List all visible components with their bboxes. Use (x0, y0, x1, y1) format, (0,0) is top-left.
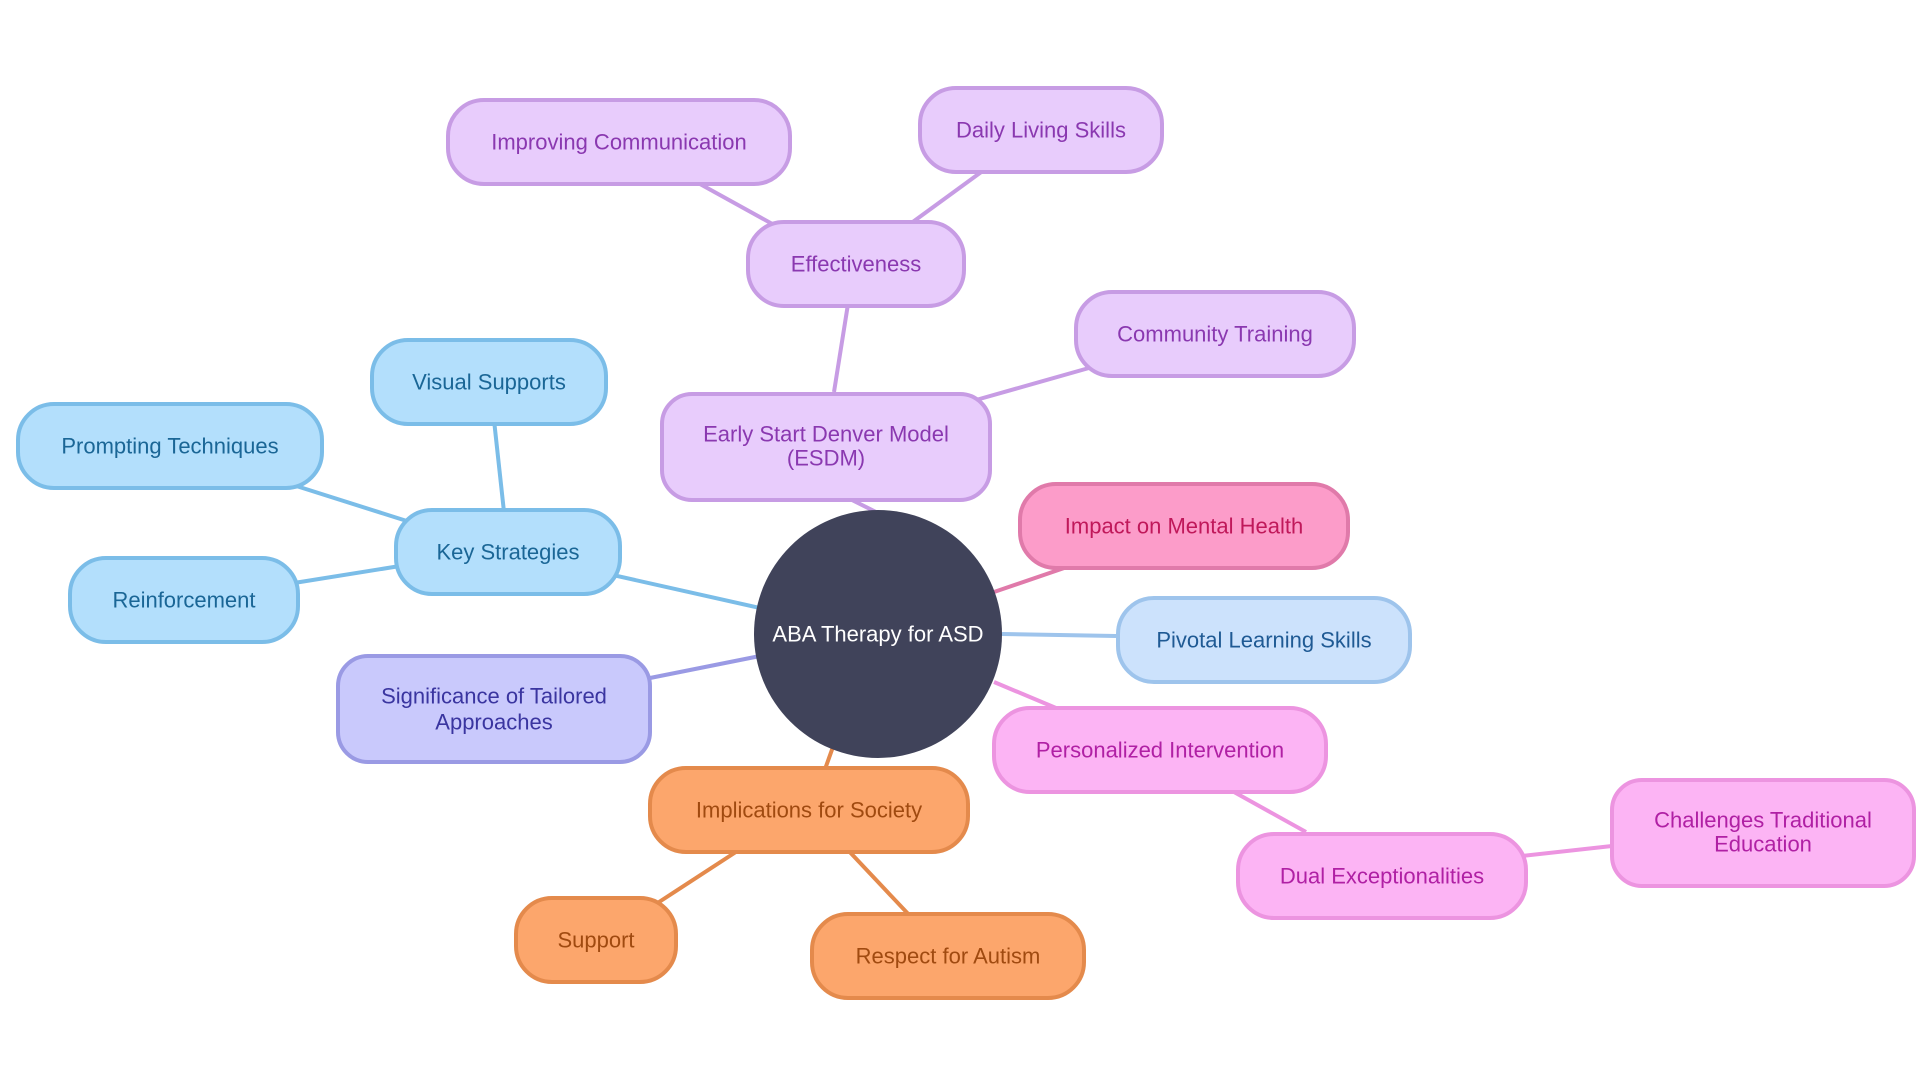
node-reinforcement[interactable]: Reinforcement (68, 556, 300, 644)
node-personalized-label: Personalized Intervention (1036, 738, 1284, 763)
node-daily-living-label: Daily Living Skills (956, 118, 1126, 143)
node-support-label: Support (557, 928, 634, 953)
edge-implications-respect (844, 846, 914, 920)
node-improving-communication[interactable]: Improving Communication (446, 98, 792, 186)
node-prompting-techniques[interactable]: Prompting Techniques (16, 402, 324, 490)
node-mental-health[interactable]: Impact on Mental Health (1018, 482, 1350, 570)
node-key-strategies-label: Key Strategies (436, 540, 579, 565)
node-tailored-line2: Approaches (435, 710, 552, 735)
node-dual-label: Dual Exceptionalities (1280, 864, 1484, 889)
edge-dual-challenges (1521, 844, 1613, 858)
edge-key-strategies-prompting (289, 482, 411, 524)
node-challenges-education[interactable]: Challenges Traditional Education (1610, 778, 1916, 888)
node-community-training[interactable]: Community Training (1074, 290, 1356, 378)
node-respect-autism[interactable]: Respect for Autism (810, 912, 1086, 1000)
edge-effectiveness-daily (908, 168, 986, 226)
node-esdm[interactable]: Early Start Denver Model (ESDM) (660, 392, 992, 502)
node-personalized-intervention[interactable]: Personalized Intervention (992, 706, 1328, 794)
edge-root-tailored (639, 654, 761, 682)
node-dual-exceptionalities[interactable]: Dual Exceptionalities (1236, 832, 1528, 920)
edge-root-pivotal (1001, 632, 1117, 638)
node-effectiveness-label: Effectiveness (791, 252, 921, 277)
edge-key-strategies-reinforcement (293, 564, 401, 585)
node-root[interactable]: ABA Therapy for ASD (754, 510, 1002, 758)
node-esdm-line1: Early Start Denver Model (703, 422, 949, 447)
edge-key-strategies-visual-supports (492, 419, 506, 513)
node-support[interactable]: Support (514, 896, 678, 984)
node-tailored-approaches[interactable]: Significance of Tailored Approaches (336, 654, 652, 764)
node-visual-supports[interactable]: Visual Supports (370, 338, 608, 426)
node-root-label: ABA Therapy for ASD (772, 622, 983, 647)
node-key-strategies[interactable]: Key Strategies (394, 508, 622, 596)
node-implications-society[interactable]: Implications for Society (648, 766, 970, 854)
node-challenges-line2: Education (1714, 832, 1812, 857)
edge-esdm-community (975, 364, 1097, 402)
edge-effectiveness-improving (699, 182, 777, 228)
node-pivotal-learning[interactable]: Pivotal Learning Skills (1116, 596, 1412, 684)
node-community-label: Community Training (1117, 322, 1313, 347)
node-esdm-line2: (ESDM) (787, 446, 865, 471)
edge-personalized-dual (1233, 790, 1307, 834)
edge-implications-support (654, 846, 744, 906)
node-pivotal-label: Pivotal Learning Skills (1156, 628, 1371, 653)
node-tailored-line1: Significance of Tailored (381, 684, 607, 709)
node-mental-health-label: Impact on Mental Health (1065, 514, 1303, 539)
node-daily-living-skills[interactable]: Daily Living Skills (918, 86, 1164, 174)
node-improving-label: Improving Communication (491, 130, 747, 155)
edge-esdm-effectiveness (832, 303, 850, 393)
node-visual-supports-label: Visual Supports (412, 370, 566, 395)
node-challenges-line1: Challenges Traditional (1654, 808, 1872, 833)
node-reinforcement-label: Reinforcement (112, 588, 255, 613)
node-prompting-techniques-label: Prompting Techniques (61, 434, 278, 459)
node-respect-label: Respect for Autism (856, 944, 1041, 969)
node-effectiveness[interactable]: Effectiveness (746, 220, 966, 308)
node-implications-label: Implications for Society (696, 798, 922, 823)
edge-root-mental-health (993, 564, 1071, 594)
edge-root-personalized (993, 680, 1057, 710)
